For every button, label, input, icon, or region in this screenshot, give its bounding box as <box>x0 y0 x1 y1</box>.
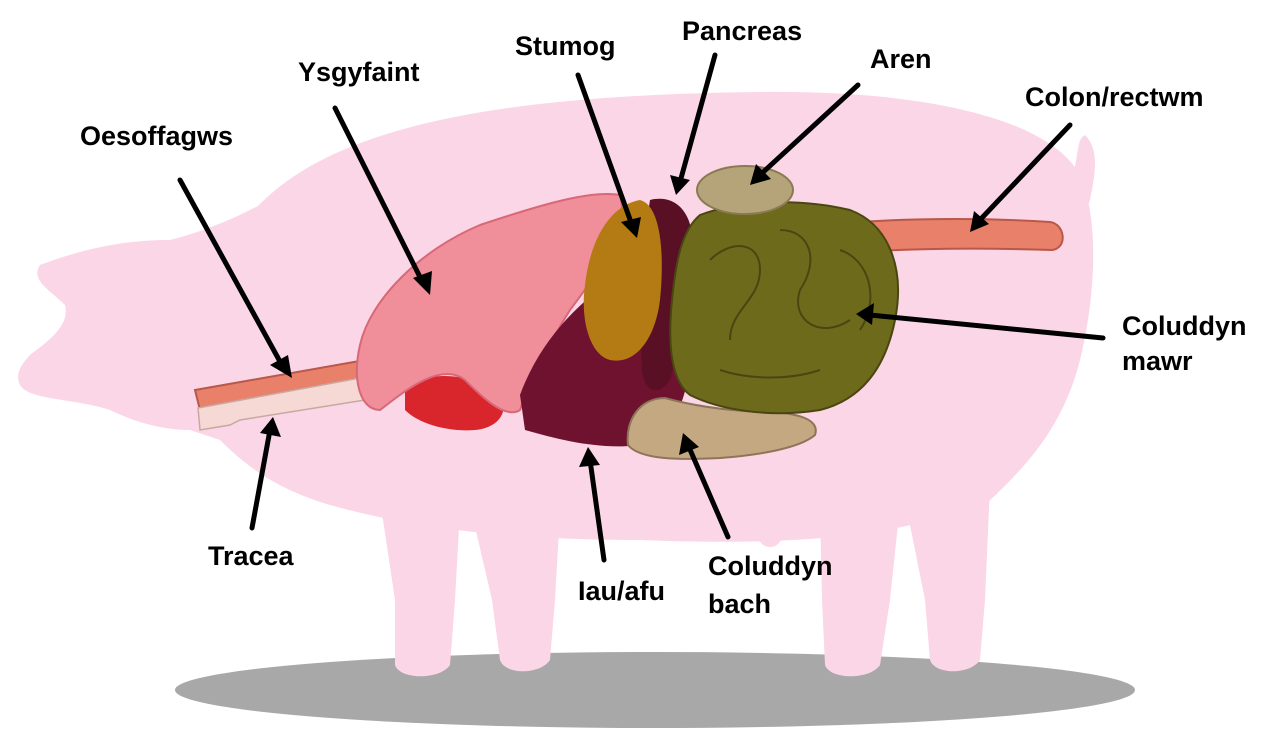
label-liver: Iau/afu <box>578 576 665 606</box>
pig-front-leg-left <box>380 500 460 676</box>
label-large-intestine-line1: Coluddyn <box>1122 311 1246 341</box>
pig-back-leg-left <box>820 505 900 676</box>
label-large-intestine-line2: mawr <box>1122 346 1193 376</box>
label-small-intestine-line2: bach <box>708 589 771 619</box>
label-stomach: Stumog <box>515 31 616 61</box>
label-lungs: Ysgyfaint <box>298 57 420 87</box>
pig-teat <box>618 516 642 540</box>
label-trachea: Tracea <box>208 541 295 571</box>
pig-tail <box>1070 135 1095 216</box>
label-oesophagus: Oesoffagws <box>80 121 233 151</box>
label-pancreas: Pancreas <box>682 16 802 46</box>
label-colon-rectum: Colon/rectwm <box>1025 82 1204 112</box>
pig-back-leg-right <box>905 485 990 671</box>
label-small-intestine-line1: Coluddyn <box>708 551 832 581</box>
pig-front-leg-right <box>470 505 560 671</box>
large-intestine-shape <box>670 202 898 413</box>
ground-shadow <box>175 652 1135 728</box>
label-kidney: Aren <box>870 44 932 74</box>
colon-rectum-tube <box>860 219 1063 252</box>
kidney-shape <box>697 166 793 214</box>
pig-teat <box>758 523 782 547</box>
